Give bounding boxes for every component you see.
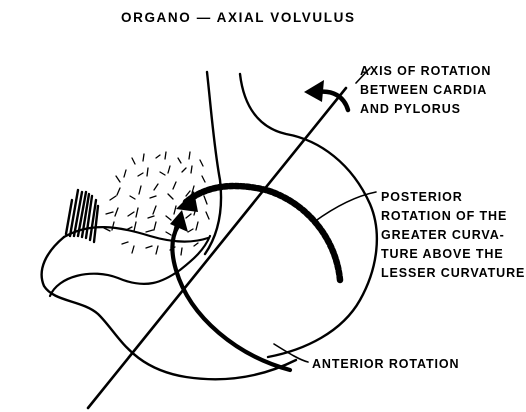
anterior-rotation-label: ANTERIOR ROTATION [312, 355, 459, 374]
posterior-label-line: TURE ABOVE THE [381, 245, 525, 264]
axis-label-line: AND PYLORUS [360, 100, 491, 119]
axis-label: AXIS OF ROTATION BETWEEN CARDIA AND PYLO… [360, 62, 491, 119]
posterior-label-line: ROTATION OF THE [381, 207, 525, 226]
pylorus-folds [66, 190, 98, 242]
axis-label-line: BETWEEN CARDIA [360, 81, 491, 100]
axis-label-line: AXIS OF ROTATION [360, 62, 491, 81]
posterior-rotation-dashed-arc [186, 186, 340, 280]
esophagus-left-outline [205, 72, 221, 254]
posterior-label-line: GREATER CURVA- [381, 226, 525, 245]
anterior-arrowhead [170, 210, 188, 232]
posterior-rotation-label: POSTERIOR ROTATION OF THE GREATER CURVA-… [381, 188, 525, 283]
posterior-label-line: POSTERIOR [381, 188, 525, 207]
figure-title: ORGANO — AXIAL VOLVULUS [121, 8, 356, 27]
anterior-rotation-arc [172, 226, 290, 370]
axis-of-rotation-line [88, 88, 346, 408]
posterior-label-line: LESSER CURVATURE [381, 264, 525, 283]
axis-rotation-arrowhead [304, 80, 324, 102]
